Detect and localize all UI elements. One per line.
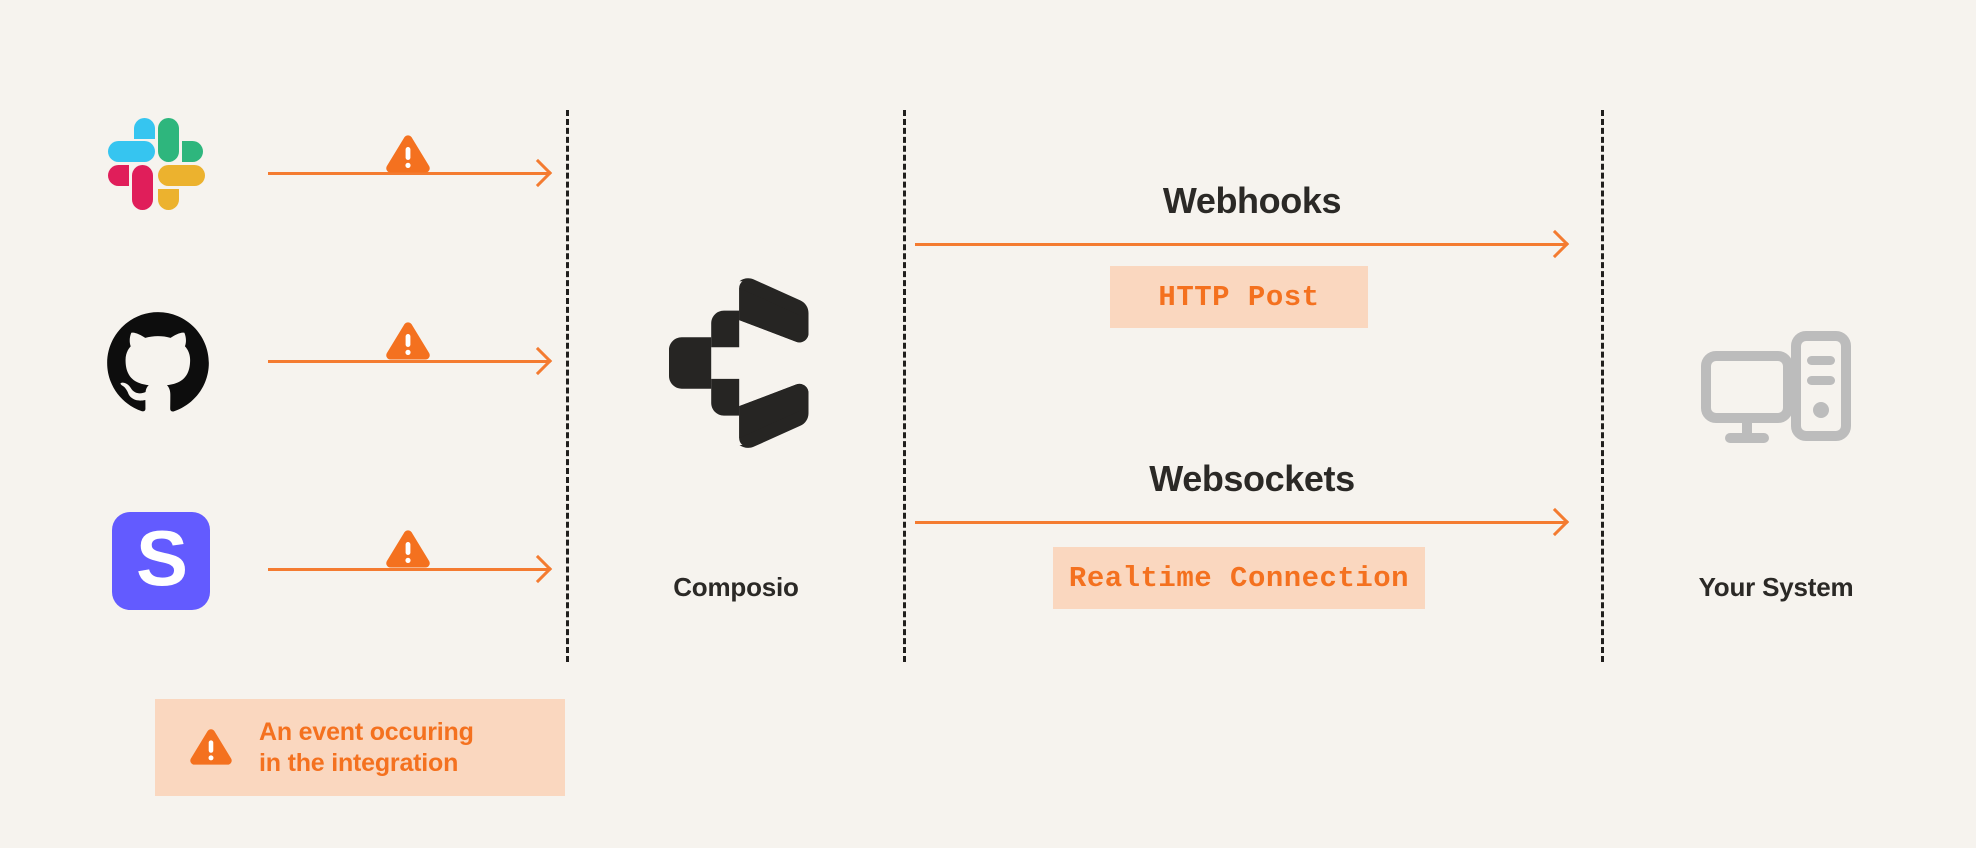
composio-logo-icon [669, 278, 809, 448]
arrow-line-slack [268, 172, 548, 175]
legend-box: An event occuring in the integration [155, 699, 565, 796]
destination-label: Your System [1698, 572, 1854, 602]
channel-title-webhooks: Webhooks [1162, 180, 1342, 221]
slack-logo-icon [104, 114, 216, 226]
source-logo-slack[interactable] [104, 114, 216, 226]
arrow-line-websockets [915, 521, 1565, 524]
github-logo-icon [107, 312, 209, 412]
stripe-logo-icon: S [112, 512, 210, 610]
divider-mid [903, 110, 906, 662]
arrow-line-github [268, 360, 548, 363]
event-marker-github [385, 321, 431, 368]
channel-chip-webhooks: HTTP Post [1110, 266, 1368, 328]
arrow-head-websockets [1540, 507, 1570, 537]
arrow-head-stripe [523, 554, 553, 584]
warning-triangle-icon [386, 530, 430, 568]
channel-chip-websockets: Realtime Connection [1053, 547, 1425, 609]
destination-node[interactable] [1700, 330, 1852, 453]
event-marker-slack [385, 134, 431, 181]
warning-triangle-icon [386, 135, 430, 173]
source-logo-github[interactable] [105, 310, 217, 422]
hub-label: Composio [673, 572, 799, 602]
channel-title-websockets: Websockets [1149, 458, 1355, 499]
arrow-head-webhooks [1540, 229, 1570, 259]
stripe-logo-glyph: S [135, 514, 188, 602]
warning-triangle-icon [386, 322, 430, 360]
legend-label: An event occuring in the integration [259, 718, 474, 777]
arrow-line-webhooks [915, 243, 1565, 246]
hub-node[interactable] [660, 278, 812, 453]
event-marker-stripe [385, 529, 431, 576]
arrow-head-slack [523, 158, 553, 188]
arrow-line-stripe [268, 568, 548, 571]
desktop-computer-icon [1701, 331, 1851, 443]
warning-triangle-icon [190, 728, 232, 765]
source-logo-stripe[interactable]: S [112, 512, 224, 624]
divider-right [1601, 110, 1604, 662]
arrow-head-github [523, 346, 553, 376]
divider-left [566, 110, 569, 662]
